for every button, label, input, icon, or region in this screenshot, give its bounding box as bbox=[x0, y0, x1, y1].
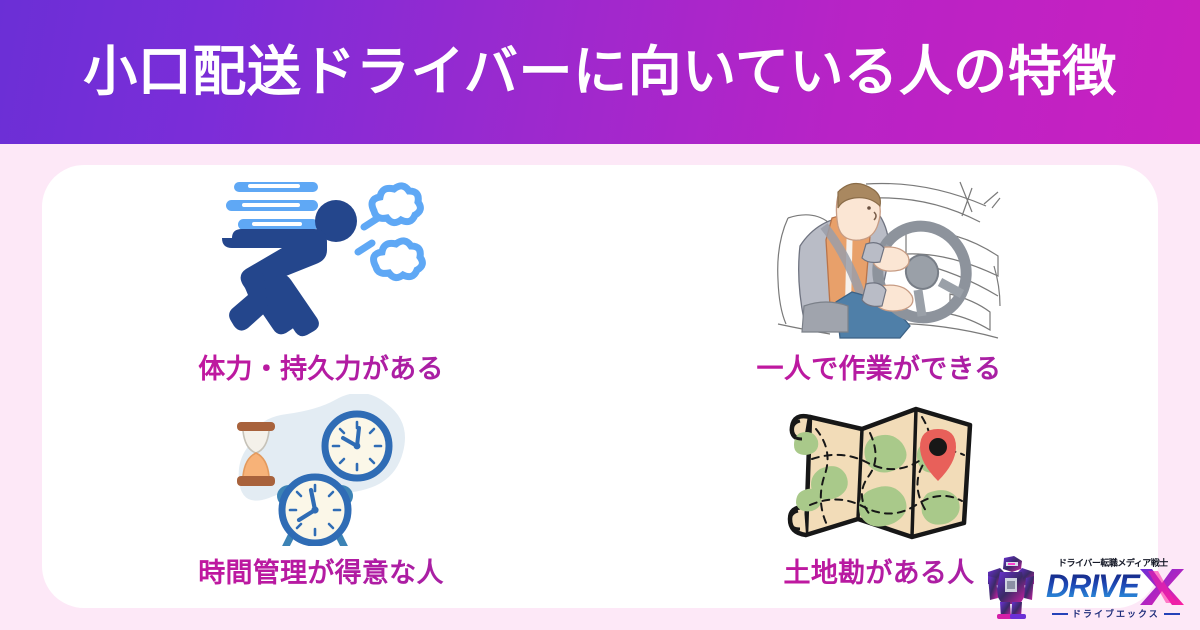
feature-item-solo-work: 一人で作業ができる bbox=[600, 165, 1158, 387]
feature-item-stamina: 体力・持久力がある bbox=[42, 165, 600, 387]
brand-logo[interactable]: ドライバー転職メディア戦士 DRIVE bbox=[980, 550, 1192, 624]
mecha-robot-icon bbox=[980, 554, 1042, 620]
feature-label-local-knowledge: 土地勘がある人 bbox=[784, 551, 975, 590]
feature-label-stamina: 体力・持久力がある bbox=[198, 347, 443, 386]
features-card: 体力・持久力がある bbox=[42, 165, 1158, 608]
logo-rule-right bbox=[1163, 612, 1180, 615]
feature-label-solo-work: 一人で作業ができる bbox=[757, 347, 1002, 386]
running-person-icon bbox=[191, 173, 451, 341]
page-header: 小口配送ドライバーに向いている人の特徴 bbox=[0, 0, 1200, 144]
logo-tagline: ドライバー転職メディア戦士 bbox=[1058, 558, 1168, 568]
features-grid: 体力・持久力がある bbox=[42, 165, 1158, 608]
feature-label-time-management: 時間管理が得意な人 bbox=[198, 551, 443, 590]
clocks-hourglass-icon bbox=[191, 393, 451, 546]
logo-reading-text: ドライブエックス bbox=[1072, 609, 1160, 619]
logo-reading: ドライブエックス bbox=[1052, 607, 1180, 620]
page-title: 小口配送ドライバーに向いている人の特徴 bbox=[83, 42, 1117, 102]
logo-wordmark: ドライバー転職メディア戦士 DRIVE bbox=[1046, 552, 1188, 622]
feature-item-local-knowledge: 土地勘がある人 bbox=[600, 387, 1158, 609]
logo-drive-x: DRIVE bbox=[1046, 568, 1184, 605]
folded-map-icon bbox=[749, 395, 1009, 545]
truck-driver-icon bbox=[749, 173, 1009, 341]
logo-rule-left bbox=[1052, 612, 1068, 615]
svg-text:DRIVE: DRIVE bbox=[1046, 568, 1141, 604]
feature-item-time-management: 時間管理が得意な人 bbox=[42, 387, 600, 609]
